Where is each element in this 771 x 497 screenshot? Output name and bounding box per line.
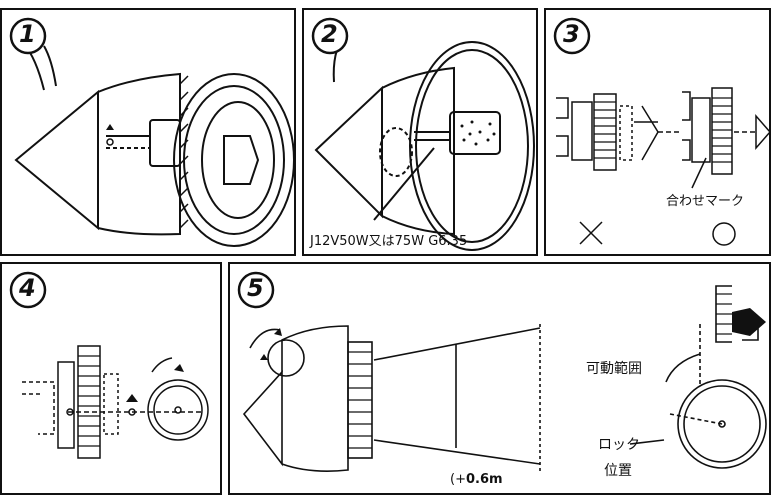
step-2-panel: 2 J12V50W又は75W G6.35 (302, 8, 538, 256)
align-mark-label: 合わせマーク (666, 194, 745, 209)
step-3-illustration (556, 87, 771, 246)
step-1-number: 1 (19, 20, 36, 48)
lock-position-label-1: ロック (598, 437, 640, 453)
step-2-number-badge (311, 17, 349, 55)
step-4-illustration (22, 345, 209, 459)
step-3-panel: 3 合わせマーク × ○ (544, 8, 771, 256)
step-5-panel: 5 可動範囲 ロック 位置 (+ 0.6m (228, 262, 771, 495)
step-4-number: 4 (19, 274, 36, 302)
step-5-illustration (242, 285, 767, 472)
step-1-number-badge (9, 17, 47, 55)
lamp-spec-label: J12V50W又は75W G6.35 (310, 234, 468, 249)
distance-label: 0.6m (466, 472, 503, 487)
movable-range-label: 可動範囲 (586, 361, 642, 377)
step-1-illustration (14, 43, 295, 247)
step-3-number-badge (553, 17, 591, 55)
step-1-panel: 1 (0, 8, 296, 256)
step-3-number: 3 (563, 20, 580, 48)
lock-position-label-2: 位置 (604, 463, 632, 479)
step-4-panel: 4 (0, 262, 222, 495)
step-5-number: 5 (247, 274, 264, 302)
step-5-number-badge (237, 271, 275, 309)
step-2-number: 2 (321, 20, 338, 48)
step-4-number-badge (9, 271, 47, 309)
distance-arrow-icon: (+ (450, 472, 466, 487)
